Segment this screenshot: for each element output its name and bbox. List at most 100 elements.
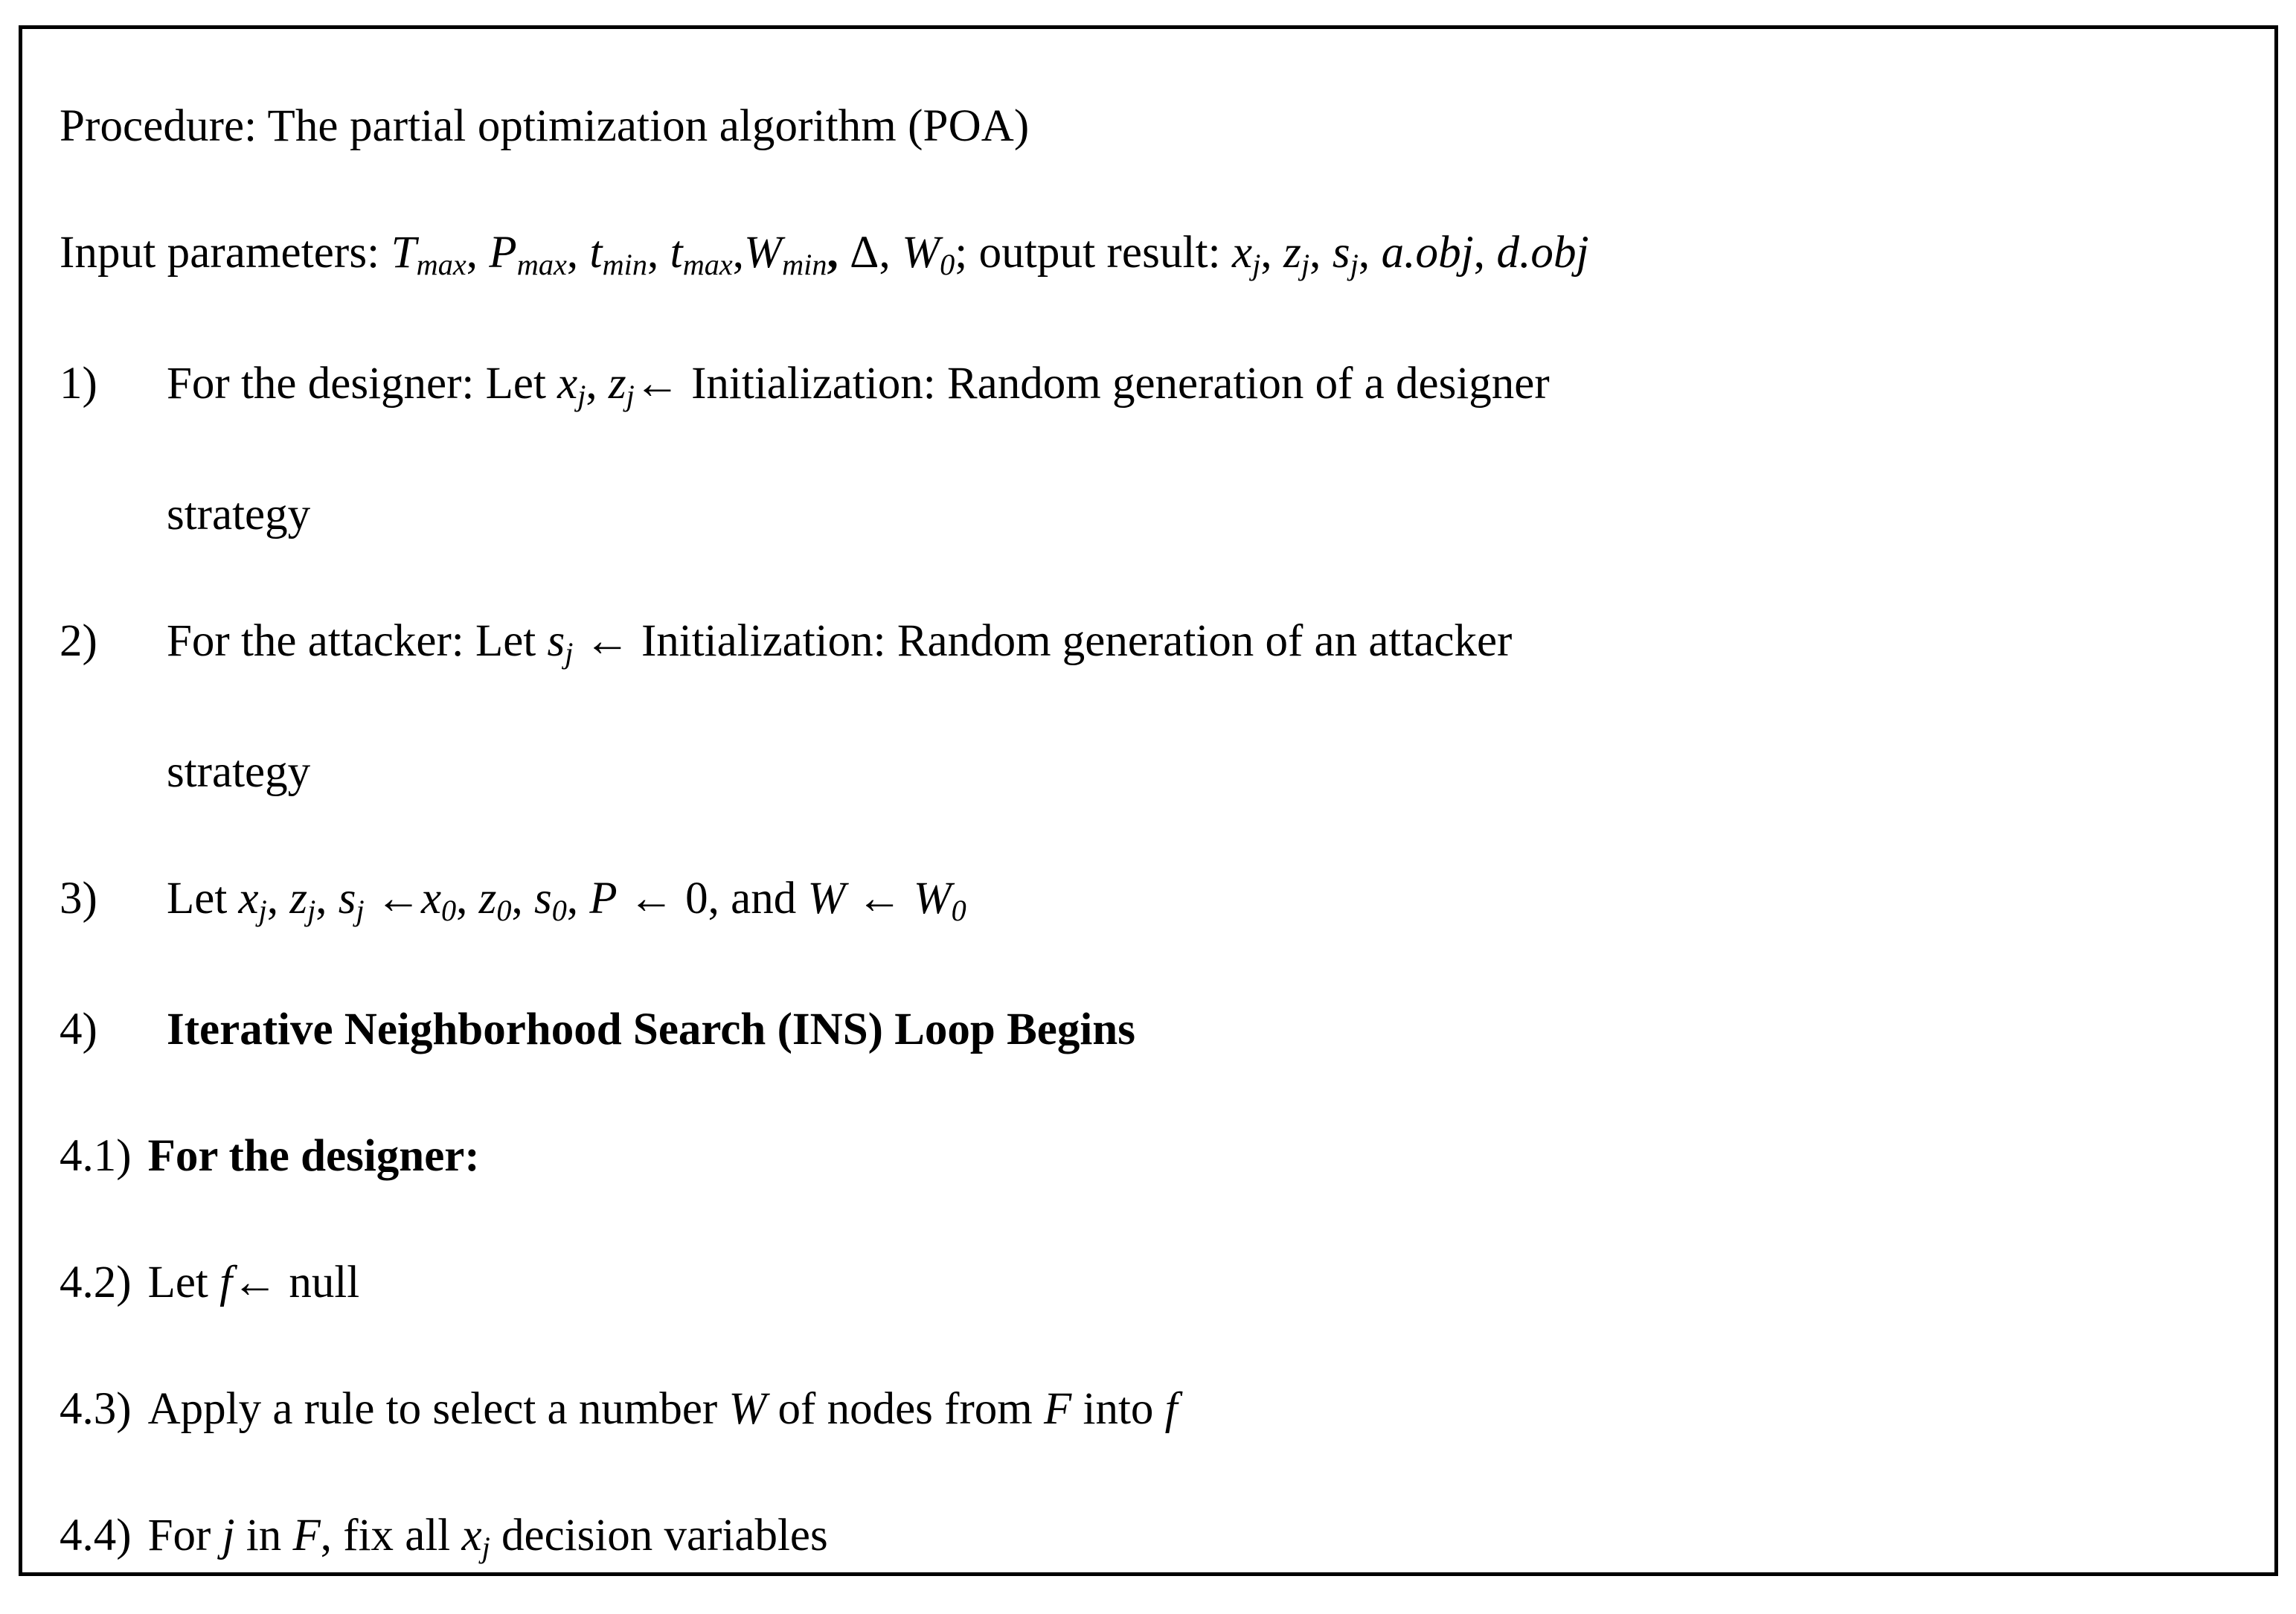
step-1-body: For the designer: Let xj, zj← Initializa… (167, 321, 2245, 452)
procedure-heading-text: Procedure: The partial optimization algo… (60, 101, 1030, 151)
step-3-var-zj: zj (289, 874, 316, 928)
step-4-4-var-xj: xj (461, 1511, 490, 1565)
sep: , (647, 228, 670, 278)
step-4-3-body: Apply a rule to select a number W of nod… (148, 1346, 2245, 1473)
sep: , (1473, 228, 1497, 278)
step-4-4: 4.4) For j in F, fix all xj decision var… (54, 1473, 2245, 1604)
step-4-number: 4) (60, 1005, 97, 1054)
step-4-2: 4.2) Let f← null (54, 1220, 2245, 1346)
sep: , (1358, 228, 1382, 278)
step-3-text-and: , and (708, 874, 808, 923)
left-arrow-icon: ← (856, 874, 902, 923)
step-4-1-body: For the designer: (147, 1131, 480, 1181)
out-sj: sj (1332, 228, 1359, 282)
step-2-text-b: Initialization: Random generation of an … (641, 616, 1513, 666)
step-2-text-a: For the attacker: Let (167, 616, 548, 666)
sep: , (456, 874, 479, 923)
sep: , (1309, 228, 1333, 278)
step-3-body: Let xj, zj, sj ←x0, z0, s0, P ← 0, and W… (167, 836, 2245, 967)
step-4-3-text-a: Apply a rule to select a number (147, 1384, 729, 1434)
step-3-var-sj: sj (338, 874, 365, 928)
step-4-body: Iterative Neighborhood Search (INS) Loop… (167, 1005, 1135, 1054)
step-3-var-xj: xj (238, 874, 267, 928)
algorithm-box: Procedure: The partial optimization algo… (19, 25, 2278, 1576)
param-Tmax: Tmax (391, 228, 466, 282)
step-2-number: 2) (60, 616, 97, 666)
sep: , (566, 228, 590, 278)
input-parameters-label: Input parameters: (60, 228, 380, 278)
left-arrow-icon: ← (375, 874, 421, 923)
step-3-var-P: P (589, 874, 618, 923)
step-3-text-let: Let (167, 874, 239, 923)
step-4-2-body: Let f← null (148, 1220, 2245, 1346)
param-tmax: tmax (670, 228, 733, 282)
step-3-var-s0: s0 (534, 874, 567, 928)
out-aobj: a.obj (1381, 228, 1474, 278)
step-2-continuation: strategy (167, 747, 311, 797)
step-3-var-x0: x0 (420, 874, 457, 928)
step-4-2-var-f: f (219, 1258, 233, 1307)
sep: , (1260, 228, 1284, 278)
sep: ; (955, 228, 979, 278)
step-4-3-text-c: into (1071, 1384, 1165, 1434)
step-4-1-number: 4.1) (60, 1131, 132, 1181)
step-4: 4) Iterative Neighborhood Search (INS) L… (54, 967, 2245, 1093)
step-4-4-text-c: , fix all (320, 1511, 462, 1560)
sep: , (879, 228, 902, 278)
sep: , (732, 228, 745, 278)
step-4-3-var-W: W (728, 1384, 767, 1434)
output-result-label: output result: (978, 228, 1221, 278)
step-4-4-number: 4.4) (60, 1511, 132, 1560)
step-3-var-W: W (807, 874, 846, 923)
step-3: 3) Let xj, zj, sj ←x0, z0, s0, P ← 0, an… (54, 836, 2245, 967)
step-1: 1) For the designer: Let xj, zj← Initial… (54, 321, 2245, 452)
out-dobj: d.obj (1496, 228, 1589, 278)
step-1-var-xj: xj (557, 359, 586, 413)
step-4-2-text-b: null (278, 1258, 360, 1307)
step-2: 2) For the attacker: Let sj ← Initializa… (54, 578, 2245, 709)
step-3-var-z0: z0 (478, 874, 512, 928)
step-2-continuation-row: strategy (54, 709, 2245, 836)
step-1-number: 1) (60, 359, 97, 409)
step-1-continuation: strategy (167, 490, 311, 539)
sep: , (511, 874, 535, 923)
input-output-parameters-line: Input parameters: Tmax, Pmax, tmin, tmax… (54, 190, 2245, 321)
step-4-1: 4.1) For the designer: (54, 1093, 2245, 1220)
param-delta: Δ (850, 228, 879, 278)
step-4-2-text-a: Let (147, 1258, 220, 1307)
step-4-3-var-F: F (1044, 1384, 1072, 1434)
sep: , (466, 228, 490, 278)
left-arrow-icon: ← (584, 616, 630, 666)
param-W0: W0 (902, 228, 955, 282)
step-1-continuation-row: strategy (54, 452, 2245, 578)
step-4-4-text-a: For (147, 1511, 222, 1560)
out-xj: xj (1232, 228, 1261, 282)
step-3-var-W0: W0 (913, 874, 966, 928)
step-3-zero: 0 (685, 874, 708, 923)
left-arrow-icon: ← (628, 874, 674, 923)
step-4-4-text-b: in (234, 1511, 293, 1560)
sep: , (315, 874, 339, 923)
out-zj: zj (1283, 228, 1310, 282)
sep: , (266, 874, 290, 923)
left-arrow-icon: ← (634, 359, 680, 409)
step-4-4-var-j: j (222, 1511, 235, 1560)
param-Pmax: Pmax (489, 228, 567, 282)
param-Wmin: Wmin (744, 228, 827, 282)
step-4-4-text-d: decision variables (490, 1511, 828, 1560)
step-4-3-text-b: of nodes from (766, 1384, 1044, 1434)
step-3-number: 3) (60, 874, 97, 923)
sep: , (827, 228, 838, 278)
sep: , (566, 874, 590, 923)
step-2-var-sj: sj (547, 616, 574, 670)
step-1-var-zj: zj (608, 359, 635, 413)
sep: , (586, 359, 609, 409)
left-arrow-icon: ← (232, 1258, 278, 1307)
step-1-text-b: Initialization: Random generation of a d… (679, 359, 1550, 409)
step-2-body: For the attacker: Let sj ← Initializatio… (167, 578, 2245, 709)
step-4-3: 4.3) Apply a rule to select a number W o… (54, 1346, 2245, 1473)
step-4-3-var-f: f (1164, 1384, 1178, 1434)
step-4-4-var-F: F (292, 1511, 321, 1560)
param-tmin: tmin (589, 228, 647, 282)
step-4-3-number: 4.3) (60, 1384, 132, 1434)
